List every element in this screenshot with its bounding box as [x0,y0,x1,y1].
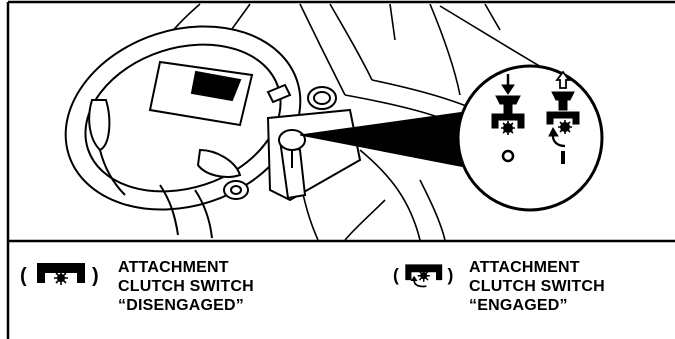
off-symbol-icon [501,149,515,163]
svg-text:): ) [92,265,99,287]
clutch-switch-down-icon: ( ) [20,263,99,287]
gear-icon [558,120,572,134]
figure-frame [6,0,675,339]
svg-text:(: ( [393,265,399,285]
legend-disengaged-caption: ATTACHMENT CLUTCH SWITCH “DISENGAGED” [118,258,254,315]
switch-pull-up-icon [546,70,580,148]
clutch-switch-up-icon: ( ) [393,264,453,288]
legend-disengaged: ( ) ATTACHMENT CLUTCH SWITCH “DISENGAGED… [20,258,254,315]
legend-engaged-line3: “ENGAGED” [469,297,568,314]
legend-engaged: ( ) ATTACHMENT CLUTCH SWITCH “ENGAGED” [393,258,605,315]
legend-engaged-caption: ATTACHMENT CLUTCH SWITCH “ENGAGED” [469,258,605,315]
legend-disengaged-line1: ATTACHMENT [118,259,229,276]
svg-text:): ) [447,265,453,285]
dash-gauge [148,60,254,200]
legend-engaged-line1: ATTACHMENT [469,259,580,276]
on-symbol-icon [561,151,565,164]
legend-disengaged-line2: CLUTCH SWITCH [118,278,254,295]
switch-detail-circle [456,64,604,212]
svg-text:(: ( [20,265,27,287]
legend-disengaged-line3: “DISENGAGED” [118,297,244,314]
gear-icon [501,121,515,135]
switch-push-down-icon [491,74,525,135]
legend-engaged-line2: CLUTCH SWITCH [469,278,605,295]
